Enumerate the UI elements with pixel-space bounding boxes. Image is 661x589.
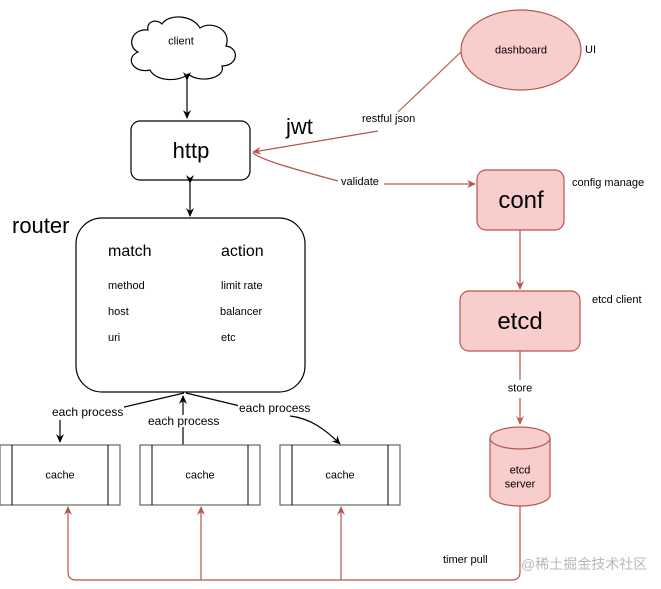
store-label: store — [506, 382, 534, 395]
etcd-server-node-shape[interactable] — [489, 426, 551, 507]
etcd-label: etcd — [497, 308, 543, 335]
watermark: @稀土掘金技术社区 — [521, 556, 648, 572]
etcd-server-label-line1: etcd — [509, 464, 531, 477]
each-process-label-3: each process — [238, 401, 312, 415]
validate-edge — [252, 152, 475, 184]
router-action-header: action — [221, 243, 264, 260]
router-match-item: uri — [108, 332, 121, 344]
conf-label: conf — [498, 187, 544, 214]
client-cloud-shape[interactable] — [130, 16, 236, 81]
timer-pull-edge — [64, 506, 521, 581]
dashboard-label: dashboard — [495, 44, 547, 57]
jwt-label: jwt — [286, 114, 313, 139]
cache-node-1-shape[interactable] — [0, 444, 121, 506]
http-label: http — [172, 138, 210, 163]
each-process-label-2: each process — [147, 414, 221, 428]
cache-label-1: cache — [45, 469, 75, 482]
restful-json-edge — [253, 51, 462, 152]
client-label: client — [168, 35, 194, 48]
each-process-label-1: each process — [51, 405, 125, 419]
timer-pull-label: timer pull — [443, 554, 488, 566]
each-process-edge-1 — [60, 392, 185, 442]
router-action-item: balancer — [220, 306, 263, 318]
etcd-server-label-line2: server — [504, 478, 536, 491]
cache-node-3-shape[interactable] — [279, 444, 401, 506]
router-match-item: host — [108, 306, 129, 318]
router-match-item: method — [108, 280, 145, 292]
each-process-edge-3 — [185, 392, 340, 444]
cache-node-2-shape[interactable] — [139, 444, 261, 506]
cache-label-2: cache — [185, 469, 215, 482]
router-match-header: match — [108, 243, 152, 260]
dashboard-side-label: UI — [585, 44, 596, 56]
validate-label: validate — [340, 176, 380, 188]
etcd-side-label: etcd client — [592, 294, 642, 306]
conf-side-label: config manage — [572, 177, 645, 189]
router-node-shape[interactable] — [75, 217, 306, 393]
dashboard-node-shape[interactable] — [460, 9, 582, 91]
cache-label-3: cache — [325, 469, 355, 482]
restful-json-label: restful json — [361, 113, 417, 125]
router-action-item: limit rate — [221, 280, 263, 292]
router-title: router — [12, 213, 70, 238]
router-action-item: etc — [221, 332, 236, 344]
